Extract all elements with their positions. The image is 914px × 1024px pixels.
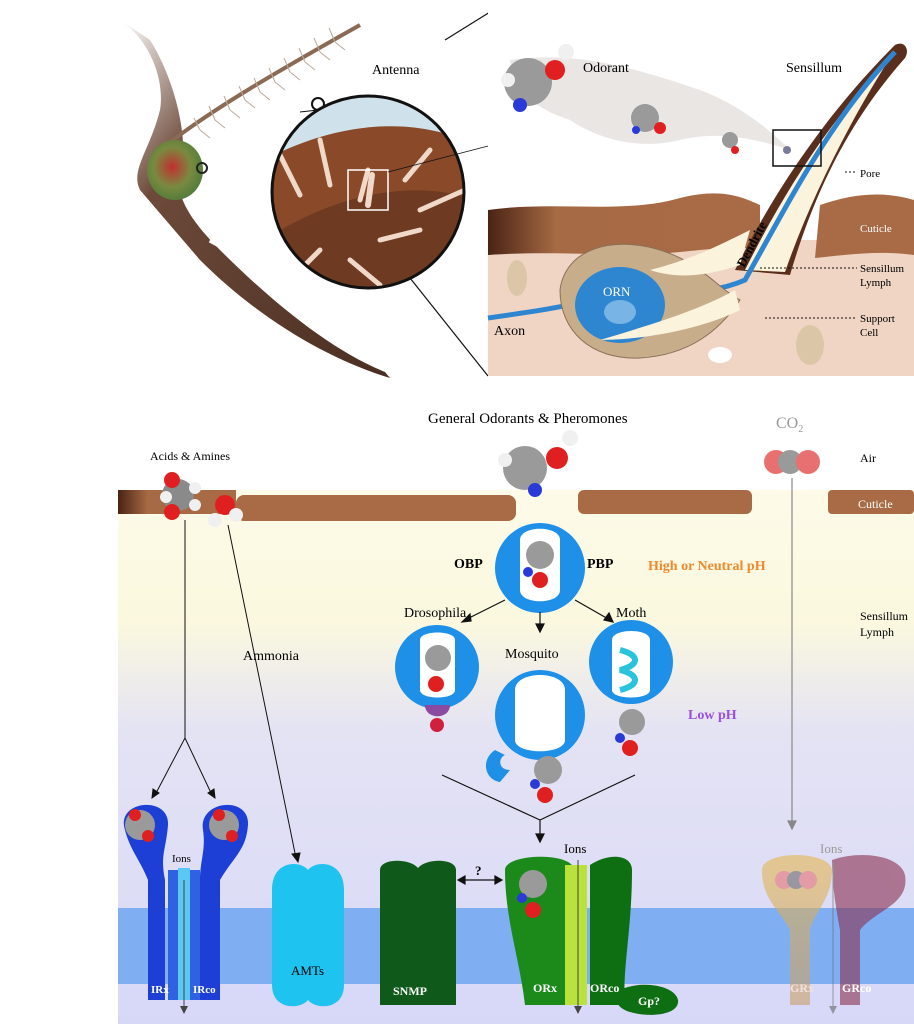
odorant-label: Odorant — [583, 61, 629, 76]
mosquito-label: Mosquito — [505, 647, 559, 662]
obp-branch-arrows — [460, 599, 615, 634]
support-cell-label-2: Cell — [860, 327, 878, 339]
sensillum-lymph-label-top-1: Sensillum — [860, 263, 904, 275]
odorant-molecule-medium-icon — [631, 104, 666, 134]
sensillum-cross-section: Odorant Sensillum Pore Cuticle Sensillum… — [487, 8, 914, 376]
cuticle-label-top: Cuticle — [860, 223, 892, 235]
gr-receptor-complex — [762, 855, 906, 1014]
acids-amines-label: Acids & Amines — [150, 449, 230, 463]
low-ph-label: Low pH — [688, 708, 737, 723]
sensillum-lymph-label-bottom-2: Lymph — [860, 625, 894, 639]
odorant-molecule-large-icon — [501, 44, 574, 112]
ir-pathway-arrows — [151, 520, 301, 864]
cuticle-label-bottom: Cuticle — [858, 497, 893, 511]
pbp-label: PBP — [587, 557, 614, 572]
irx-label: IRx — [151, 984, 169, 996]
mosquito-illustration — [120, 20, 390, 378]
cuticle-segment-4 — [828, 490, 914, 514]
co2-molecule-icon — [764, 450, 820, 474]
general-odorant-molecule-icon — [498, 430, 578, 497]
or-converging-arrows — [441, 774, 636, 844]
mosquito-obp — [485, 670, 585, 803]
question-label: ? — [475, 863, 482, 878]
cuticle-segment-3 — [578, 490, 752, 514]
odorant-molecule-small-icon — [722, 132, 739, 154]
moth-label: Moth — [616, 606, 646, 621]
orco-label: ORco — [590, 981, 619, 995]
obp-pbp-protein — [495, 523, 585, 613]
snmp-label: SNMP — [393, 984, 427, 998]
ions-label-or: Ions — [564, 841, 586, 856]
co2-label: CO2 — [776, 415, 803, 435]
snmp-protein — [380, 860, 456, 1005]
sensillum-label: Sensillum — [786, 61, 842, 76]
gp-label: Gp? — [638, 994, 660, 1008]
grx-label: GRx — [790, 981, 814, 995]
co2-pathway-arrow — [787, 478, 797, 831]
acid-molecule-icon — [160, 472, 201, 520]
ir-receptor-complex — [123, 804, 249, 1014]
drosophila-label: Drosophila — [404, 606, 467, 621]
antenna-label: Antenna — [372, 63, 420, 78]
amt-transporter — [272, 864, 344, 1007]
sensillum-lymph-label-top-2: Lymph — [860, 277, 892, 289]
orx-label: ORx — [533, 981, 557, 995]
moth-pbp — [589, 620, 673, 756]
sensillum-lymph-label-bottom-1: Sensillum — [860, 609, 909, 623]
irco-label: IRco — [193, 984, 216, 996]
support-cell-label-1: Support — [860, 313, 895, 325]
drosophila-obp — [395, 625, 479, 732]
air-label: Air — [860, 451, 876, 465]
ions-label-ir: Ions — [172, 853, 191, 865]
amine-molecule-icon — [208, 495, 243, 527]
signaling-panel: General Odorants & Pheromones CO2 Air Cu… — [118, 411, 914, 1024]
grco-label: GRco — [842, 981, 871, 995]
high-ph-label: High or Neutral pH — [648, 559, 766, 574]
pore-label: Pore — [860, 168, 880, 180]
general-odorants-label: General Odorants & Pheromones — [428, 411, 628, 427]
ions-label-gr: Ions — [820, 841, 842, 856]
antenna-magnifier: Antenna — [270, 11, 493, 377]
cuticle-segment-2 — [236, 495, 516, 521]
amts-label: AMTs — [291, 963, 324, 978]
snmp-or-arrow — [456, 874, 504, 886]
or-receptor-complex — [505, 856, 679, 1015]
orn-label: ORN — [603, 284, 631, 299]
obp-label: OBP — [454, 557, 483, 572]
axon-label: Axon — [494, 324, 525, 339]
ammonia-label: Ammonia — [243, 649, 300, 664]
